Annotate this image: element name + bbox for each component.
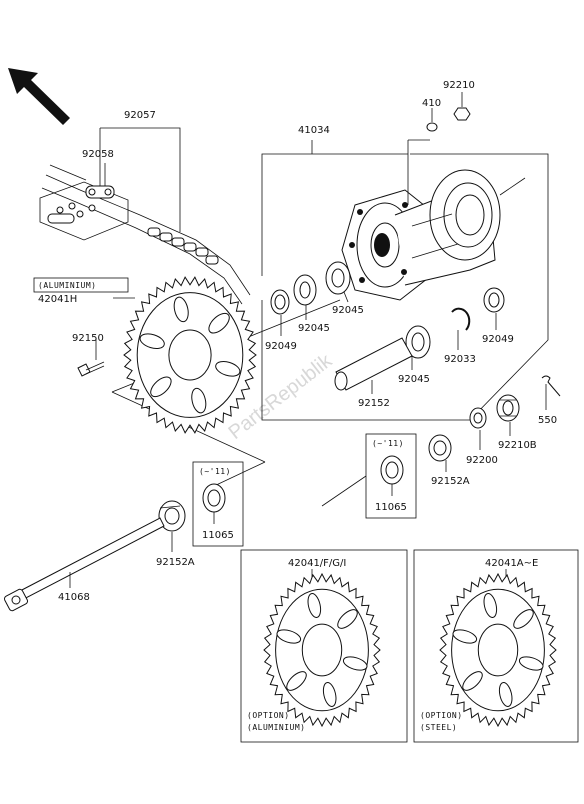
- option-panel-steel: [413, 549, 579, 743]
- label-11065-right: 11065: [375, 502, 407, 513]
- label-92033: 92033: [444, 354, 476, 365]
- part-92210B-axle-nut: [496, 394, 520, 422]
- label-92045-top: 92045: [332, 305, 364, 316]
- part-92049-seal-right: [483, 287, 505, 313]
- part-41068-axle: [3, 517, 165, 612]
- part-11065-seal-right: [380, 455, 404, 485]
- part-92152A-collar-left: [158, 500, 186, 532]
- part-92200-washer: [469, 407, 487, 429]
- part-92150-bolt: [77, 361, 105, 377]
- option-aluminium-line1: (OPTION): [247, 711, 290, 720]
- label-42041AE: 42041A~E: [485, 558, 538, 569]
- label-92150: 92150: [72, 333, 104, 344]
- label-92210: 92210: [443, 80, 475, 91]
- rear-sprocket-option-aluminium: [263, 572, 381, 728]
- label-550: 550: [538, 415, 557, 426]
- label-42041H: 42041H: [38, 294, 77, 305]
- part-92045-bearing-mid: [293, 274, 317, 306]
- year-note-left: (~'11): [199, 467, 231, 476]
- label-92045-mid: 92045: [298, 323, 330, 334]
- label-92152A-right: 92152A: [431, 476, 470, 487]
- label-92210B: 92210B: [498, 440, 537, 451]
- option-aluminium-line2: (ALUMINIUM): [247, 723, 305, 732]
- label-42041FGI: 42041/F/G/I: [288, 558, 346, 569]
- label-92200: 92200: [466, 455, 498, 466]
- aluminium-note-box: [33, 277, 129, 293]
- label-92058: 92058: [82, 149, 114, 160]
- label-11065-left: 11065: [202, 530, 234, 541]
- part-92033-circlip: [451, 307, 471, 331]
- drive-chain: [41, 164, 251, 305]
- option-steel-line2: (STEEL): [420, 723, 457, 732]
- rear-sprocket-option-steel: [439, 572, 557, 728]
- rear-hub: [341, 169, 501, 301]
- part-92045-bearing-low: [405, 325, 431, 359]
- chain-master-link: [39, 181, 129, 241]
- label-92152: 92152: [358, 398, 390, 409]
- part-92210-nut: [453, 107, 471, 121]
- part-92049-seal-left: [270, 289, 290, 315]
- option-panel-aluminium: [240, 549, 408, 743]
- part-410-washer: [426, 122, 438, 132]
- label-92057: 92057: [124, 110, 156, 121]
- part-92152-spacer: [334, 337, 413, 391]
- label-92049-right: 92049: [482, 334, 514, 345]
- option-steel-line1: (OPTION): [420, 711, 463, 720]
- front-direction-arrow-icon: [8, 68, 70, 125]
- label-41068: 41068: [58, 592, 90, 603]
- part-550-cotter-pin: [541, 375, 561, 397]
- aluminium-note: (ALUMINIUM): [38, 281, 96, 290]
- part-92045-bearing-top: [325, 261, 351, 295]
- part-11065-seal-left: [202, 483, 226, 513]
- label-410: 410: [422, 98, 441, 109]
- year-box-left: [192, 461, 244, 547]
- label-92152A-left: 92152A: [156, 557, 195, 568]
- rear-sprocket-aluminium: [123, 276, 257, 434]
- label-92049-left: 92049: [265, 341, 297, 352]
- year-note-right: (~'11): [372, 439, 404, 448]
- label-92045-low: 92045: [398, 374, 430, 385]
- part-92152A-collar-right: [428, 434, 452, 462]
- label-41034: 41034: [298, 125, 330, 136]
